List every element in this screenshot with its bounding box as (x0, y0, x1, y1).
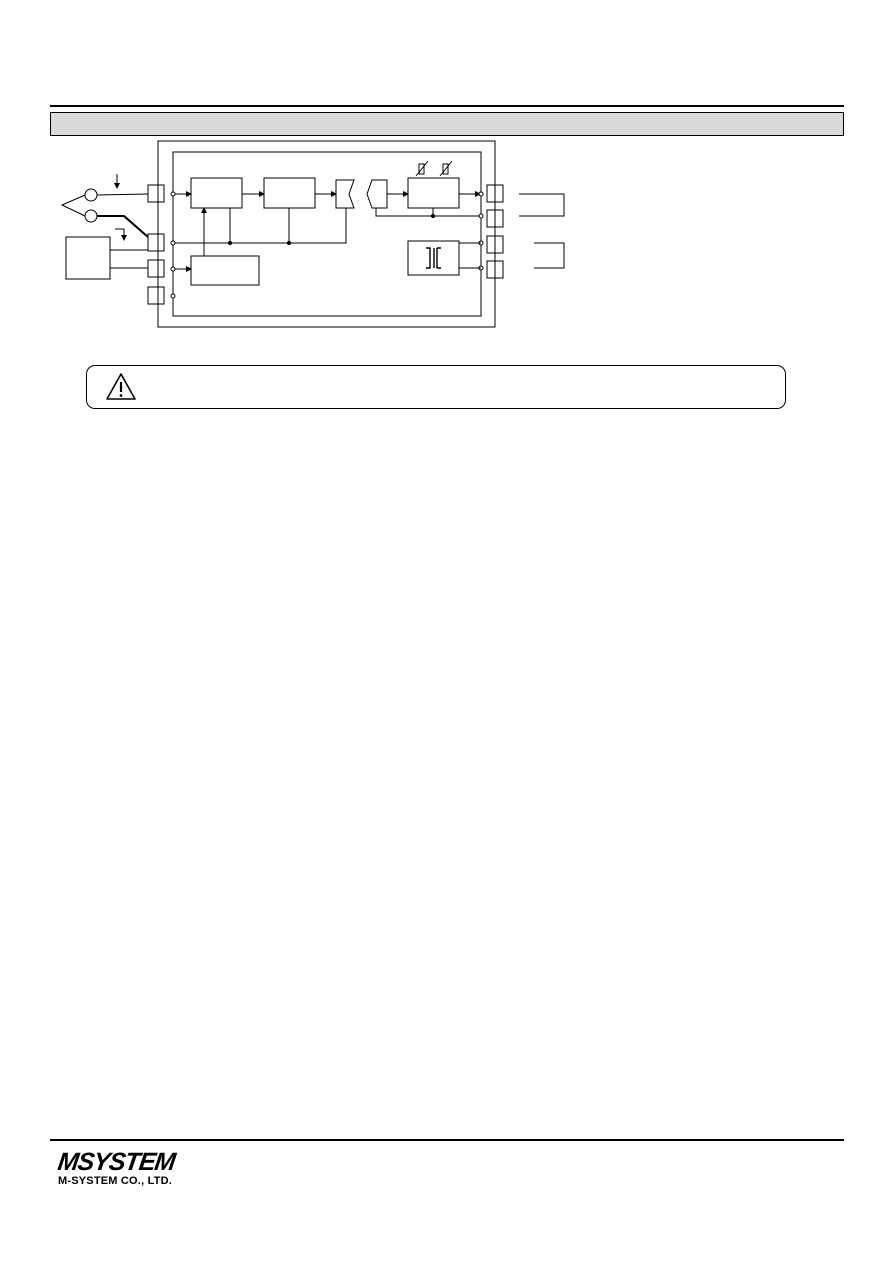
top-rule (50, 105, 844, 107)
input-terminal-3 (147, 259, 165, 278)
cjc-block (190, 255, 260, 286)
power-terminal-2 (486, 260, 504, 279)
thermocouple-sensor (60, 174, 149, 241)
external-device-box (65, 236, 111, 280)
output-terminal-2 (486, 209, 504, 228)
trimmer-potentiometer-icon (415, 160, 453, 177)
housing-outer (157, 140, 496, 328)
power-terminal-1 (486, 235, 504, 254)
warning-box (86, 365, 786, 409)
section-header-band (50, 112, 844, 136)
input-terminal-1 (147, 184, 165, 203)
bottom-rule (50, 1139, 844, 1141)
warning-triangle-icon (106, 373, 136, 400)
linearizer-block (263, 177, 316, 209)
isolation-barrier (335, 179, 355, 209)
logo-mark: MSYSTEM (56, 1148, 177, 1176)
input-terminal-4 (147, 286, 165, 305)
input-amplifier-block (190, 177, 243, 209)
isolation-transformer-icon (426, 247, 441, 269)
housing-inner (172, 151, 482, 317)
block-diagram (60, 140, 565, 328)
power-transformer-block (407, 240, 460, 276)
output-amplifier-block (407, 177, 460, 209)
input-terminal-2 (147, 233, 165, 252)
company-name: M-SYSTEM CO., LTD. (58, 1175, 173, 1187)
output-terminal-1 (486, 184, 504, 203)
company-logo: MSYSTEM M-SYSTEM CO., LTD. (56, 1148, 177, 1188)
